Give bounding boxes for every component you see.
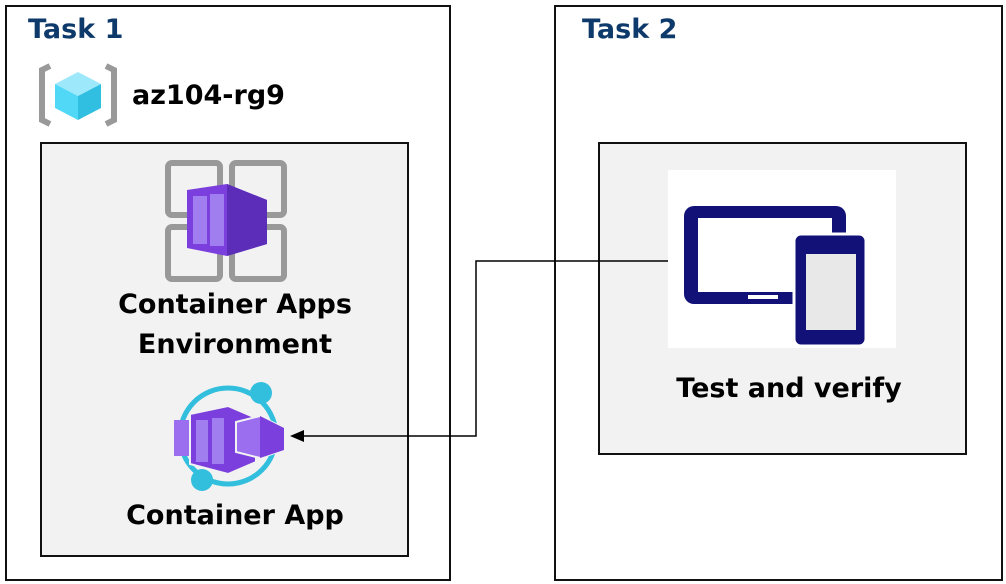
- environment-label-line1: Container Apps: [118, 289, 352, 320]
- task1-title: Task 1: [28, 14, 124, 45]
- devices-image: [668, 170, 896, 348]
- environment-label: Container Apps Environment: [40, 285, 430, 365]
- task2-title: Task 2: [582, 14, 678, 45]
- test-label: Test and verify: [676, 373, 902, 404]
- container-apps-environment-box: [40, 142, 409, 557]
- task2-panel: [554, 5, 1003, 581]
- environment-label-line2: Environment: [137, 329, 333, 360]
- container-app-label: Container App: [126, 500, 344, 531]
- container-apps-environment-icon: [165, 160, 287, 282]
- resource-group-name: az104-rg9: [132, 80, 285, 111]
- task1-panel: [5, 5, 451, 581]
- container-app-icon: [174, 382, 285, 491]
- resource-group-icon: [39, 63, 117, 127]
- devices-icon: [684, 206, 868, 348]
